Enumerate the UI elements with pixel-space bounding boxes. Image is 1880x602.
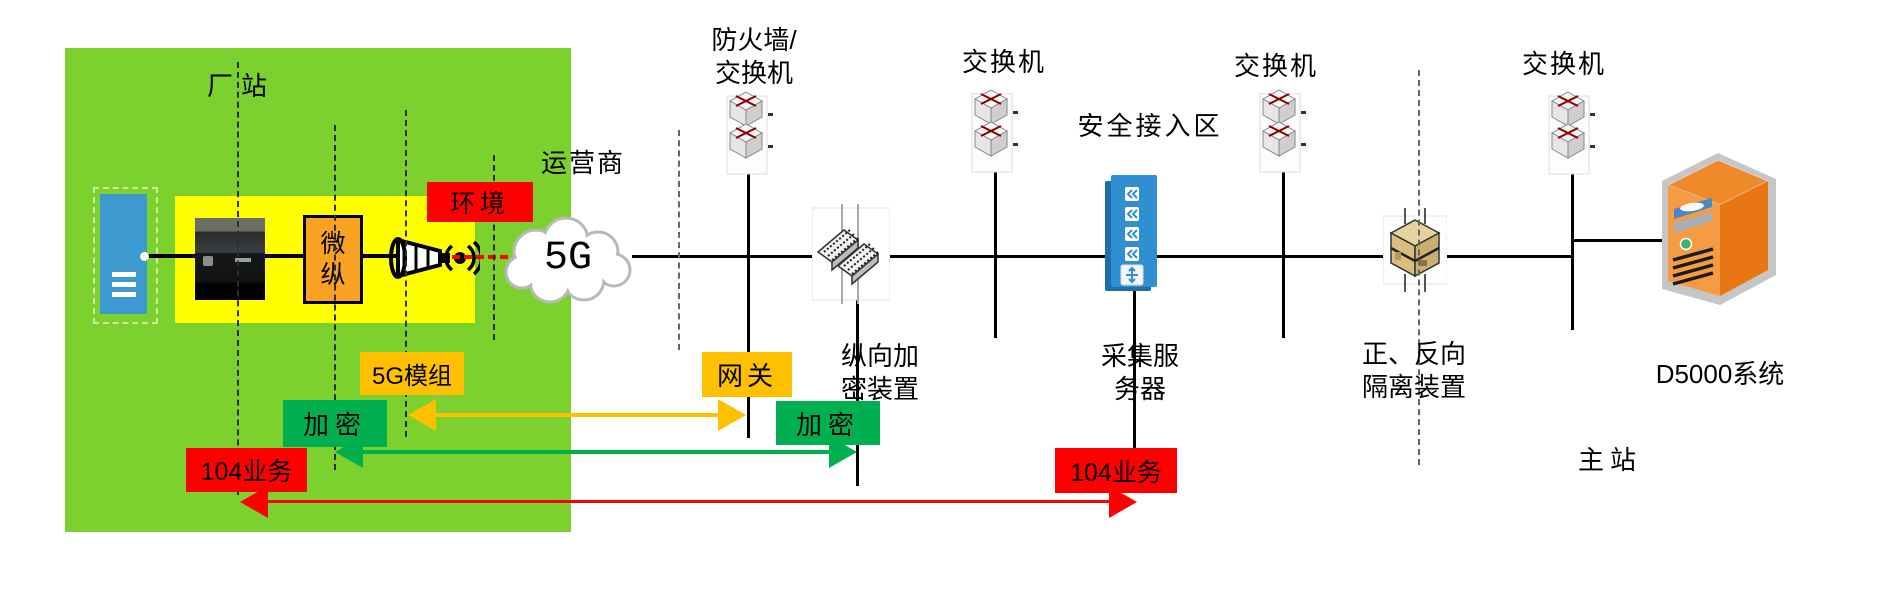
gateway-label: 网关	[702, 352, 792, 397]
iec104-arrow	[240, 486, 1137, 518]
switch3-label: 交换机	[1233, 51, 1318, 81]
divider-dashed-1	[237, 62, 239, 495]
arrow-head-left	[408, 399, 436, 431]
divider-dashed-3	[405, 110, 407, 437]
divider-dashed-isolation	[1418, 70, 1420, 465]
operator-label: 运营商	[540, 148, 625, 178]
secure-access-zone-label: 安全接入区	[1077, 111, 1223, 141]
switch2-label: 交换机	[961, 47, 1046, 77]
collector-server-label: 采集服 务器	[1100, 341, 1179, 404]
isolation-device-icon	[1383, 208, 1447, 292]
5g-cloud-label: 5G	[543, 236, 592, 281]
switch2-icon	[971, 89, 1018, 173]
module-tunnel-left-label: 5G模组	[360, 352, 464, 395]
divider-dashed-4	[493, 155, 495, 340]
iec104-right-label: 104业务	[1055, 448, 1177, 493]
encryption-left-label: 加密	[283, 400, 387, 447]
plant-zone-label: 厂站	[206, 71, 275, 101]
micro-module-box: 微纵	[303, 215, 363, 304]
d5000-label: D5000系统	[1655, 359, 1785, 389]
switch4-icon	[1548, 91, 1595, 175]
photo-detail	[203, 256, 213, 266]
server-port-dot	[140, 252, 149, 261]
switch4-label: 交换机	[1521, 49, 1606, 79]
switch3-icon	[1259, 89, 1306, 173]
encryption-right-label: 加密	[776, 401, 880, 445]
switch4-drop-line	[1571, 166, 1574, 330]
5g-cloud-icon	[504, 216, 632, 304]
collector-drop-line	[1133, 288, 1136, 448]
vpn-drop-line	[856, 298, 859, 486]
switch2-drop-line	[994, 172, 997, 338]
isolation-device-label: 正、反向 隔离装置	[1361, 339, 1466, 402]
main-bus-line	[632, 255, 1572, 258]
server-grill	[112, 272, 136, 277]
radio-link-dashed	[452, 255, 508, 259]
vpn-device-label: 纵向加 密装置	[840, 341, 919, 404]
photo-detail	[235, 258, 251, 262]
plant-device-photo	[195, 218, 265, 300]
divider-dashed-operator	[678, 130, 680, 350]
vpn-device-icon	[812, 204, 890, 304]
server-grill	[112, 292, 136, 297]
divider-dashed-2	[334, 125, 336, 470]
environment-badge: 环境	[427, 182, 533, 222]
module-tunnel-arrow	[408, 399, 746, 431]
firewall-switch-label: 防火墙/ 交换机	[711, 25, 797, 88]
iec104-left-label: 104业务	[186, 448, 307, 492]
master-station-label: 主站	[1577, 445, 1642, 475]
collector-server-icon	[1105, 175, 1157, 291]
plant-link-line	[147, 254, 403, 258]
firewall-drop-line	[747, 170, 750, 438]
switch3-drop-line	[1282, 172, 1285, 338]
antenna-icon	[389, 237, 480, 279]
server-grill	[112, 282, 136, 287]
firewall-switch-icon	[726, 91, 773, 175]
d5000-server-icon	[1662, 153, 1776, 305]
arrow-head-right	[718, 399, 746, 431]
d5000-stub-line	[1572, 239, 1677, 242]
micro-module-label: 微纵	[320, 229, 346, 289]
terminal-server-icon	[100, 194, 149, 314]
